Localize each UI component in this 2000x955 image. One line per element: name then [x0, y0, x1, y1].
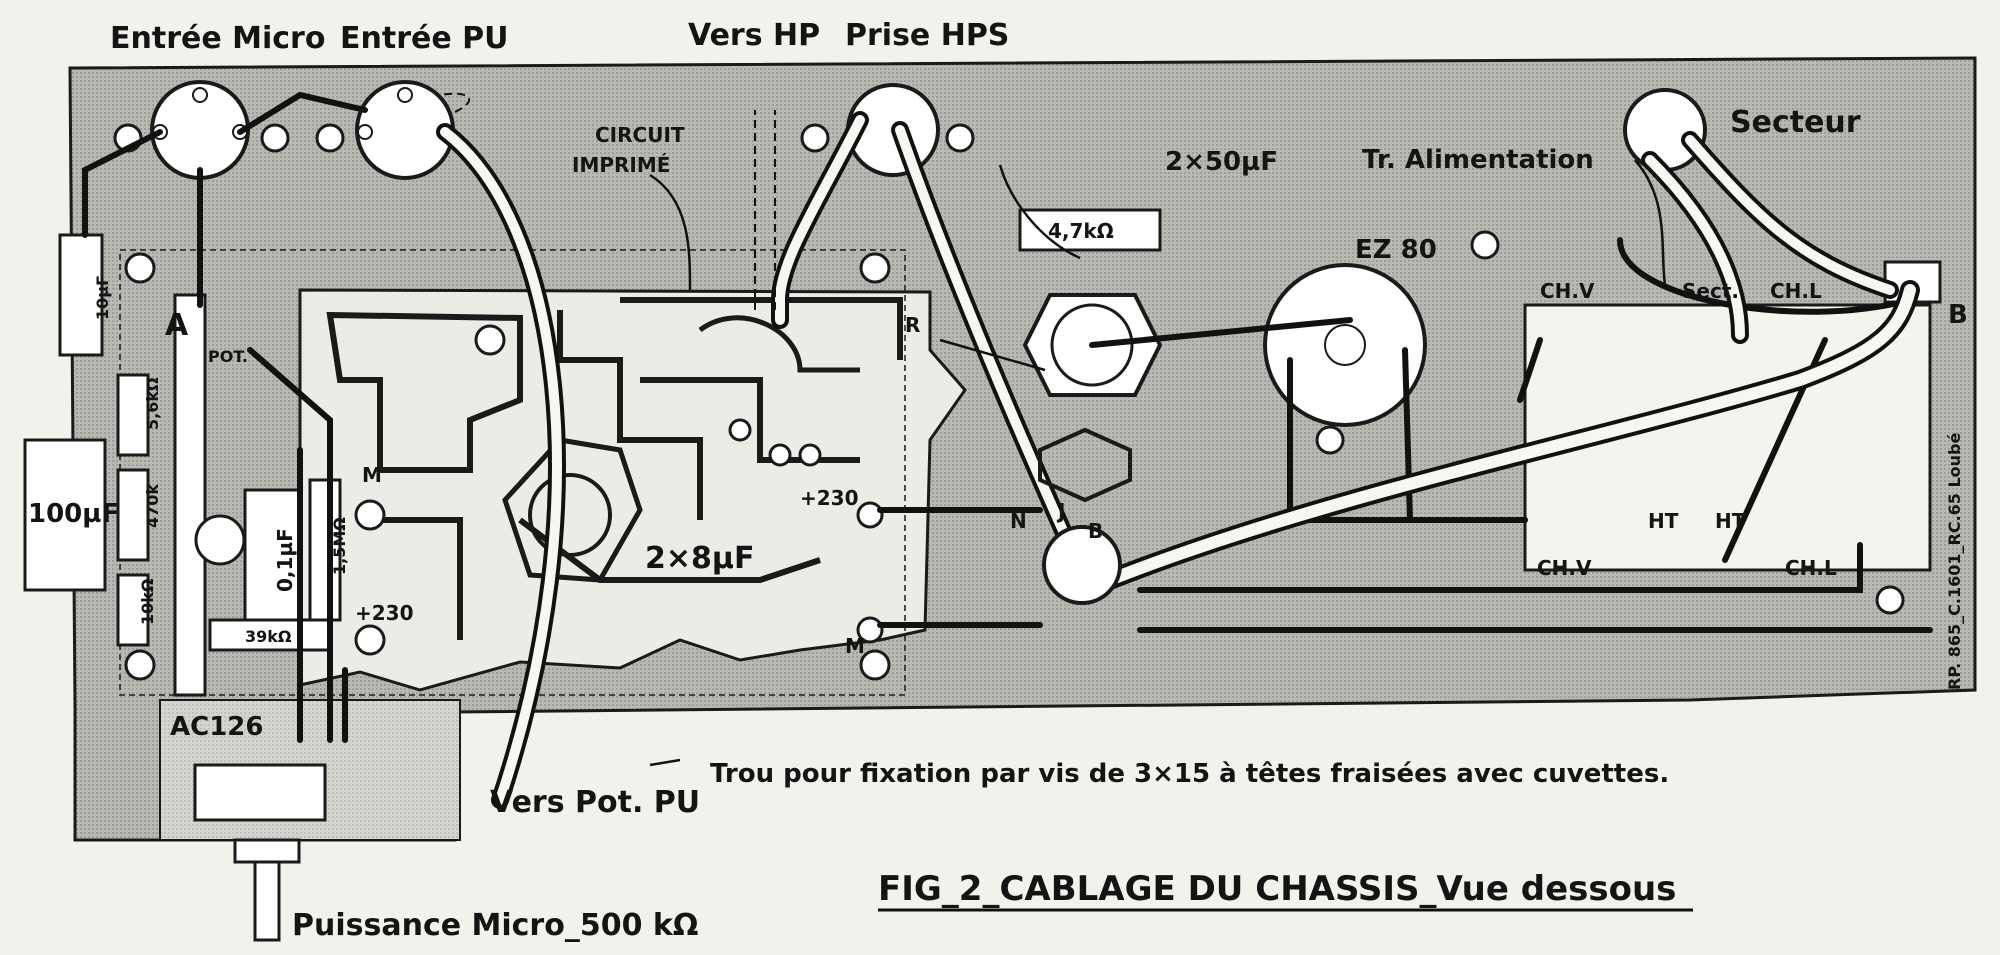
- label-5k6: 5,6kΩ: [143, 377, 162, 430]
- leader-lines: [649, 159, 1667, 767]
- dashed-arrows: [439, 92, 776, 310]
- label-M-left: M: [362, 463, 382, 487]
- label-ht-1: HT: [1648, 509, 1679, 533]
- shielded-cables: [436, 111, 1920, 809]
- label-10uf: 10µF: [93, 275, 112, 320]
- label-M-right: M: [845, 634, 865, 658]
- micro-input-socket: [150, 80, 250, 180]
- label-ht-2: HT: [1715, 509, 1746, 533]
- figure-caption: FIG_2_CABLAGE DU CHASSIS_Vue dessous: [878, 869, 1676, 909]
- label-230-a: +230: [800, 486, 859, 510]
- label-vertical-reference: RP. 865_C.1601_RC.65 Loubé: [1945, 432, 1964, 690]
- ez80-tube-socket: [1263, 263, 1427, 427]
- label-secteur: Secteur: [1730, 105, 1861, 140]
- label-tr-alimentation: Tr. Alimentation: [1362, 145, 1594, 175]
- label-100uf: 100µF: [28, 499, 119, 529]
- label-prise-hps: Prise HPS: [845, 18, 1009, 53]
- label-470k: 470k: [143, 484, 162, 528]
- label-trou-note: Trou pour fixation par vis de 3×15 à têt…: [710, 759, 1669, 789]
- label-circuit: CIRCUIT: [595, 123, 685, 147]
- label-B-terminal: B: [1948, 300, 1968, 330]
- label-A: A: [165, 308, 189, 343]
- label-imprime: IMPRIMÉ: [572, 153, 670, 177]
- label-39k: 39kΩ: [245, 627, 292, 646]
- label-chl-top: CH.L: [1770, 279, 1822, 303]
- label-chv-top: CH.V: [1540, 279, 1595, 303]
- label-4k7: 4,7kΩ: [1048, 219, 1114, 243]
- label-10k: 10kΩ: [138, 578, 157, 625]
- left-component-strip: [23, 233, 342, 697]
- label-vers-hp: Vers HP: [688, 18, 820, 53]
- label-puissance-micro: Puissance Micro_500 kΩ: [292, 908, 698, 943]
- label-vers-pot-pu: Vers Pot. PU: [490, 785, 700, 820]
- mounting-holes: [113, 123, 1905, 681]
- label-J: J: [1056, 499, 1065, 523]
- label-entree-micro: Entrée Micro: [110, 21, 325, 56]
- label-230-b: +230: [355, 601, 414, 625]
- label-2x50uf: 2×50µF: [1165, 147, 1278, 177]
- label-N: N: [1010, 509, 1027, 533]
- label-entree-pu: Entrée PU: [340, 21, 508, 56]
- printed-circuit-board: [119, 249, 967, 696]
- label-chl-bottom: CH.L: [1785, 556, 1837, 580]
- label-B-small: B: [1088, 519, 1103, 543]
- micro-power-potentiometer: [193, 763, 327, 942]
- label-sect: Sect.: [1682, 279, 1739, 303]
- label-pot: POT.: [208, 347, 248, 366]
- label-2x8uf: 2×8µF: [645, 541, 754, 576]
- label-1m5: 1,5MΩ: [330, 517, 349, 575]
- label-0u1: 0,1µF: [273, 528, 297, 592]
- label-ac126: AC126: [170, 712, 263, 742]
- speaker-socket: [1038, 427, 1132, 605]
- label-R: R: [905, 313, 920, 337]
- label-chv-bottom: CH.V: [1537, 556, 1592, 580]
- label-ez80: EZ 80: [1355, 235, 1437, 265]
